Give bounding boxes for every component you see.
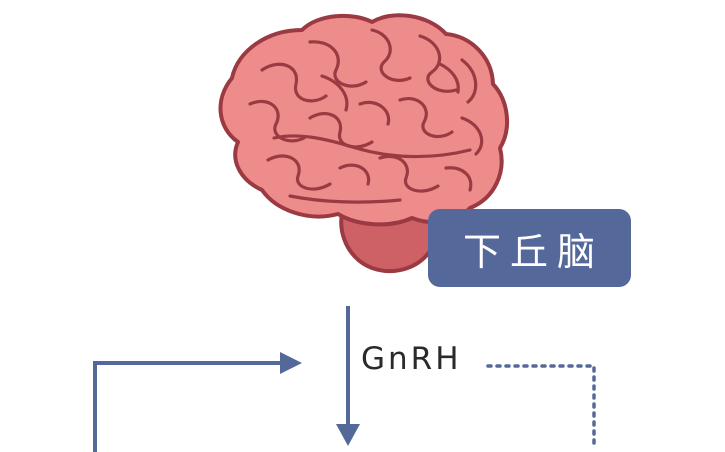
brain-icon <box>218 13 509 274</box>
dotted-connector <box>486 364 596 448</box>
hypothalamus-label-text: 下丘脑 <box>462 229 604 274</box>
hypothalamus-label: 下丘脑 <box>428 209 631 287</box>
feedback-arrow <box>93 352 302 452</box>
gnrh-down-arrow <box>336 306 360 446</box>
hormone-label: GnRH <box>361 341 462 377</box>
